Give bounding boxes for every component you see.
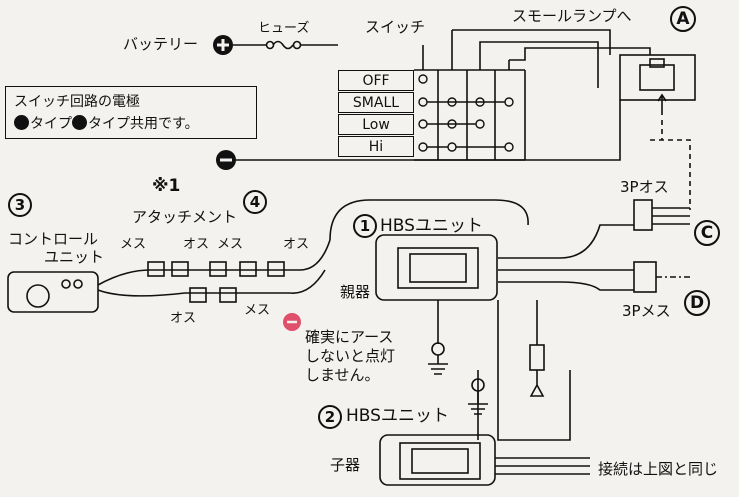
switch-label: スイッチ bbox=[365, 18, 426, 36]
note-mark: ※1 bbox=[152, 176, 181, 196]
ground-warning-line-1: 確実にアース bbox=[305, 328, 394, 346]
marker-3: 3 bbox=[8, 193, 32, 217]
female-label: メス bbox=[120, 237, 147, 252]
note-line-2: タイプタイプ共用です。 bbox=[14, 113, 248, 135]
male-label: オス bbox=[170, 311, 197, 326]
to-small-lamp-label: スモールランプへ bbox=[512, 7, 632, 25]
electrode-note-box: スイッチ回路の電極 タイプタイプ共用です。 bbox=[5, 86, 257, 139]
marker-2: 2 bbox=[318, 405, 342, 429]
plus-icon bbox=[14, 115, 29, 130]
attachment-label: アタッチメント bbox=[132, 208, 238, 226]
marker-4: 4 bbox=[243, 190, 267, 214]
unit1-label: HBSユニット bbox=[380, 216, 483, 236]
minus-icon bbox=[72, 115, 87, 130]
marker-d: D bbox=[684, 290, 710, 316]
male-label: オス bbox=[183, 237, 210, 252]
male-label: オス bbox=[283, 237, 310, 252]
child-label: 子器 bbox=[330, 456, 361, 474]
parent-label: 親器 bbox=[340, 283, 371, 301]
female-label: メス bbox=[217, 237, 244, 252]
control-unit-label-1: コントロール bbox=[8, 230, 99, 248]
switch-position-low: Low bbox=[338, 114, 414, 135]
marker-c: C bbox=[694, 220, 720, 246]
note-plus-type: タイプ bbox=[30, 116, 72, 132]
control-unit-label-2: ユニット bbox=[44, 248, 105, 266]
marker-1: 1 bbox=[353, 214, 377, 238]
ground-warning-line-2: しないと点灯 bbox=[305, 347, 396, 365]
switch-position-hi: Hi bbox=[338, 136, 414, 157]
marker-a: A bbox=[670, 6, 696, 32]
switch-position-small: SMALL bbox=[338, 92, 414, 113]
unit2-label: HBSユニット bbox=[346, 406, 449, 426]
battery-label: バッテリー bbox=[123, 35, 199, 53]
note-line-1: スイッチ回路の電極 bbox=[14, 94, 140, 110]
connection-same-label: 接続は上図と同じ bbox=[598, 460, 719, 478]
note-minus-type: タイプ共用です。 bbox=[88, 116, 199, 132]
female-3p-label: 3Pメス bbox=[622, 302, 671, 320]
male-3p-label: 3Pオス bbox=[620, 178, 669, 196]
switch-position-off: OFF bbox=[338, 70, 414, 91]
fuse-label: ヒューズ bbox=[258, 21, 310, 36]
female-label: メス bbox=[244, 303, 271, 318]
ground-warning-line-3: しません。 bbox=[305, 366, 380, 384]
